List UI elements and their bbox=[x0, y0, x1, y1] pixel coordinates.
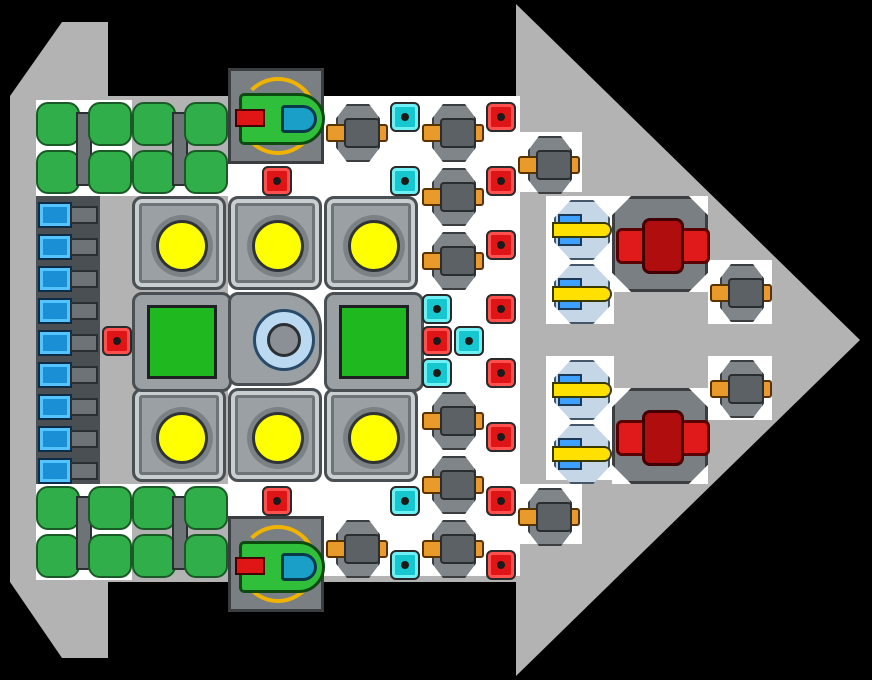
autocannon-icon[interactable] bbox=[518, 488, 580, 546]
autocannon-icon[interactable] bbox=[422, 232, 484, 290]
reactor-icon[interactable] bbox=[228, 388, 322, 482]
power-node-icon[interactable] bbox=[390, 550, 420, 580]
power-node-icon[interactable] bbox=[390, 486, 420, 516]
bridge-icon[interactable] bbox=[228, 68, 325, 164]
power-node-icon[interactable] bbox=[486, 230, 516, 260]
power-node-icon[interactable] bbox=[390, 102, 420, 132]
power-node-icon[interactable] bbox=[486, 294, 516, 324]
reactor-icon[interactable] bbox=[132, 388, 226, 482]
reactor-icon[interactable] bbox=[324, 196, 418, 290]
battery-icon[interactable] bbox=[38, 200, 98, 228]
power-node-icon[interactable] bbox=[262, 166, 292, 196]
autocannon-icon[interactable] bbox=[422, 456, 484, 514]
power-node-icon[interactable] bbox=[262, 486, 292, 516]
laser-turret-icon[interactable] bbox=[548, 360, 612, 420]
autocannon-icon[interactable] bbox=[422, 520, 484, 578]
core-icon[interactable] bbox=[228, 292, 322, 386]
autocannon-icon[interactable] bbox=[422, 392, 484, 450]
battery-icon[interactable] bbox=[38, 392, 98, 420]
autocannon-icon[interactable] bbox=[710, 264, 772, 322]
reactor-icon[interactable] bbox=[324, 388, 418, 482]
autocannon-icon[interactable] bbox=[710, 360, 772, 418]
power-node-icon[interactable] bbox=[390, 166, 420, 196]
heavy-cannon-icon[interactable] bbox=[612, 388, 710, 484]
hull-upper-edge bbox=[10, 22, 108, 96]
reactor-icon[interactable] bbox=[132, 196, 226, 290]
battery-icon[interactable] bbox=[38, 264, 98, 292]
reactor-icon[interactable] bbox=[228, 196, 322, 290]
thruster-icon[interactable] bbox=[36, 484, 228, 580]
power-node-icon[interactable] bbox=[486, 422, 516, 452]
power-node-icon[interactable] bbox=[422, 326, 452, 356]
autocannon-icon[interactable] bbox=[326, 104, 388, 162]
battery-icon[interactable] bbox=[38, 296, 98, 324]
power-node-icon[interactable] bbox=[486, 550, 516, 580]
fuel-tank-icon[interactable] bbox=[324, 292, 424, 392]
autocannon-icon[interactable] bbox=[422, 104, 484, 162]
thruster-icon[interactable] bbox=[36, 100, 228, 196]
power-node-icon[interactable] bbox=[422, 294, 452, 324]
power-node-icon[interactable] bbox=[486, 486, 516, 516]
power-node-icon[interactable] bbox=[454, 326, 484, 356]
laser-turret-icon[interactable] bbox=[548, 424, 612, 484]
heavy-cannon-icon[interactable] bbox=[612, 196, 710, 292]
power-node-icon[interactable] bbox=[422, 358, 452, 388]
power-node-icon[interactable] bbox=[486, 102, 516, 132]
fuel-tank-icon[interactable] bbox=[132, 292, 232, 392]
battery-icon[interactable] bbox=[38, 328, 98, 356]
battery-icon[interactable] bbox=[38, 424, 98, 452]
laser-turret-icon[interactable] bbox=[548, 264, 612, 324]
power-node-icon[interactable] bbox=[486, 166, 516, 196]
autocannon-icon[interactable] bbox=[518, 136, 580, 194]
power-node-icon[interactable] bbox=[102, 326, 132, 356]
power-node-icon[interactable] bbox=[486, 358, 516, 388]
autocannon-icon[interactable] bbox=[422, 168, 484, 226]
autocannon-icon[interactable] bbox=[326, 520, 388, 578]
battery-icon[interactable] bbox=[38, 360, 98, 388]
battery-icon[interactable] bbox=[38, 232, 98, 260]
laser-turret-icon[interactable] bbox=[548, 200, 612, 260]
hull-lower-edge bbox=[10, 582, 108, 658]
bridge-icon[interactable] bbox=[228, 516, 325, 612]
battery-icon[interactable] bbox=[38, 456, 98, 484]
